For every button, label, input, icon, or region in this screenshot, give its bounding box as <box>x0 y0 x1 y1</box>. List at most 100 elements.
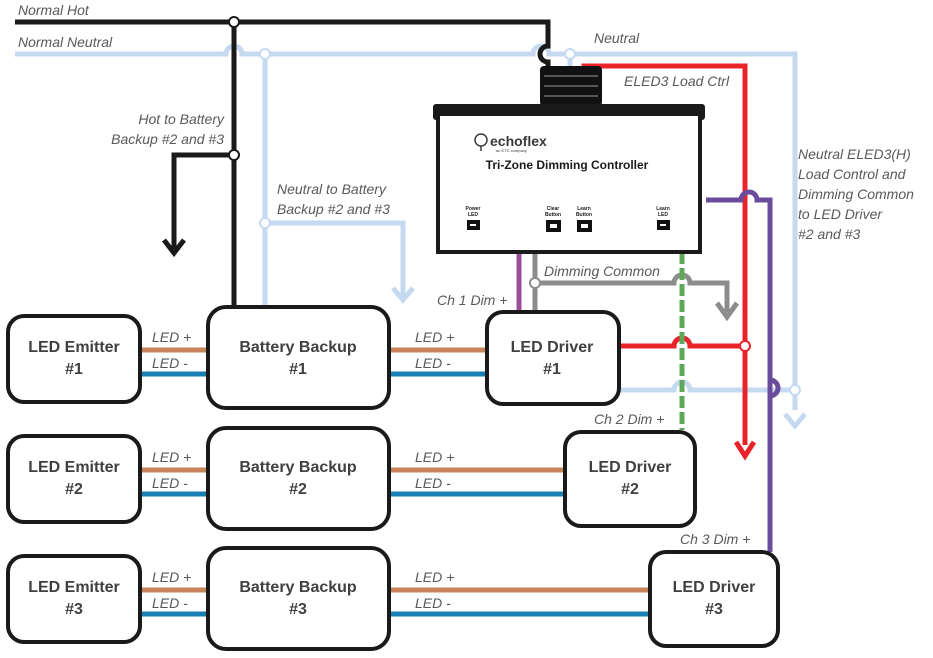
normal-hot-wire <box>15 19 551 70</box>
ch2-dim-label: Ch 2 Dim + <box>594 411 664 427</box>
row-3: LED Emitter #3 Battery Backup #3 LED Dri… <box>6 546 780 651</box>
led-driver-1-label: LED Driver <box>511 339 594 356</box>
neutral-to-battery-label: Neutral to Battery <box>277 181 387 197</box>
led-plus-label: LED + <box>415 329 454 345</box>
hot-to-battery-23-wire <box>171 152 234 252</box>
led-emitter-2-number: #2 <box>65 481 83 498</box>
hot-junction-1 <box>228 16 240 28</box>
neutral-eled3-label: Dimming Common <box>798 186 914 202</box>
clear-button-face <box>550 224 557 228</box>
controller-body <box>436 112 702 254</box>
led-wires-row2 <box>140 467 565 497</box>
neutral-junction-4 <box>789 384 801 396</box>
learn-button-label: Learn <box>577 206 591 212</box>
echoflex-logo-icon <box>474 133 488 151</box>
row-1: LED Emitter #1 Battery Backup #1 LED Dri… <box>6 305 621 410</box>
neutral-label: Neutral <box>594 30 640 46</box>
led-minus-label: LED - <box>152 475 188 491</box>
connector-ridges <box>544 75 598 97</box>
neutral-to-battery-label: Backup #2 and #3 <box>277 201 390 217</box>
hot-arrowhead <box>162 238 186 258</box>
neutral-eled3-label: to LED Driver <box>798 206 883 222</box>
neutral-eled3-label: Neutral ELED3(H) <box>798 146 911 162</box>
neutral-arrow-battery <box>391 286 415 304</box>
dimming-common-wires <box>532 252 740 322</box>
controller-brand-sub: an ETC company <box>496 148 527 153</box>
neutral-to-battery-23-wire <box>265 220 406 300</box>
normal-neutral-wire <box>15 43 798 410</box>
led-driver-3-label: LED Driver <box>673 579 756 596</box>
battery-backup-3-label: Battery Backup <box>239 579 357 596</box>
led-driver-3-number: #3 <box>705 601 723 618</box>
led-plus-label: LED + <box>152 329 191 345</box>
led-driver-1-number: #1 <box>543 361 561 378</box>
hot-wires <box>15 19 551 310</box>
led-minus-label: LED - <box>415 595 451 611</box>
controller: echoflex an ETC company Tri-Zone Dimming… <box>433 66 705 254</box>
led-minus-label: LED - <box>415 475 451 491</box>
neutral-eled3-label: #2 and #3 <box>798 226 860 242</box>
led-minus-label: LED - <box>152 595 188 611</box>
hot-to-battery-label: Backup #2 and #3 <box>111 131 224 147</box>
dimming-common-label: Dimming Common <box>544 263 660 279</box>
learn-led-label: Learn <box>656 206 670 212</box>
led-minus-label: LED - <box>415 355 451 371</box>
led-minus-label: LED - <box>152 355 188 371</box>
power-led-label: Power <box>465 206 480 212</box>
neutral-arrowheads <box>391 286 807 430</box>
normal-neutral-label: Normal Neutral <box>18 34 113 50</box>
row-2: LED Emitter #2 Battery Backup #2 LED Dri… <box>6 426 697 531</box>
led-emitter-2-box <box>6 434 142 524</box>
led-emitter-3-number: #3 <box>65 601 83 618</box>
learn-button-face <box>581 224 588 228</box>
hot-to-battery-label: Hot to Battery <box>138 111 225 127</box>
load-ctrl-arrowhead <box>733 440 757 461</box>
battery-backup-2-box <box>206 426 391 531</box>
learn-led-label: LED <box>658 212 668 218</box>
power-led-light <box>470 224 476 226</box>
led-emitter-2-label: LED Emitter <box>28 459 120 476</box>
neutral-arrow-right <box>783 412 807 430</box>
led-emitter-3-label: LED Emitter <box>28 579 120 596</box>
clear-button-label: Button <box>545 212 561 218</box>
controller-title: Tri-Zone Dimming Controller <box>486 158 649 172</box>
learn-led-light <box>660 224 666 226</box>
ch3-dim-hop <box>769 377 781 399</box>
led-plus-label: LED + <box>415 449 454 465</box>
power-led-label: LED <box>468 212 478 218</box>
learn-button-label: Button <box>576 212 592 218</box>
normal-hot-label: Normal Hot <box>18 2 90 18</box>
led-driver-2-label: LED Driver <box>589 459 672 476</box>
eled3-load-ctrl-label: ELED3 Load Ctrl <box>624 73 730 89</box>
neutral-junction-3 <box>564 48 576 60</box>
battery-backup-1-box <box>206 305 391 410</box>
led-emitter-1-label: LED Emitter <box>28 339 120 356</box>
led-wires-row1 <box>140 347 487 377</box>
led-emitter-1-box <box>6 314 142 404</box>
dim-common-arrowhead <box>714 301 740 322</box>
battery-backup-3-number: #3 <box>289 601 307 618</box>
led-driver-1-box <box>485 310 621 406</box>
led-emitter-3-box <box>6 554 142 644</box>
led-driver-3-box <box>648 550 780 648</box>
led-emitter-1-number: #1 <box>65 361 83 378</box>
neutral-eled3-label: Load Control and <box>798 166 907 182</box>
load-ctrl-junction <box>739 340 751 352</box>
controller-brand: echoflex <box>490 133 547 149</box>
led-wires-row3 <box>140 587 650 617</box>
battery-backup-2-label: Battery Backup <box>239 459 357 476</box>
neutral-junction-1 <box>259 48 271 60</box>
clear-button-label: Clear <box>547 206 560 212</box>
ch1-dim-label: Ch 1 Dim + <box>437 292 507 308</box>
battery-backup-1-number: #1 <box>289 361 307 378</box>
led-driver-2-number: #2 <box>621 481 639 498</box>
ch3-dim-label: Ch 3 Dim + <box>680 531 750 547</box>
led-driver-2-box <box>563 430 697 528</box>
dim-common-junction <box>529 277 541 289</box>
neutral-junction-2 <box>259 217 271 229</box>
ch3-dim-wire <box>706 189 773 552</box>
battery-backup-3-box <box>206 546 391 651</box>
dim-common-branch <box>535 272 730 312</box>
battery-backup-2-number: #2 <box>289 481 307 498</box>
